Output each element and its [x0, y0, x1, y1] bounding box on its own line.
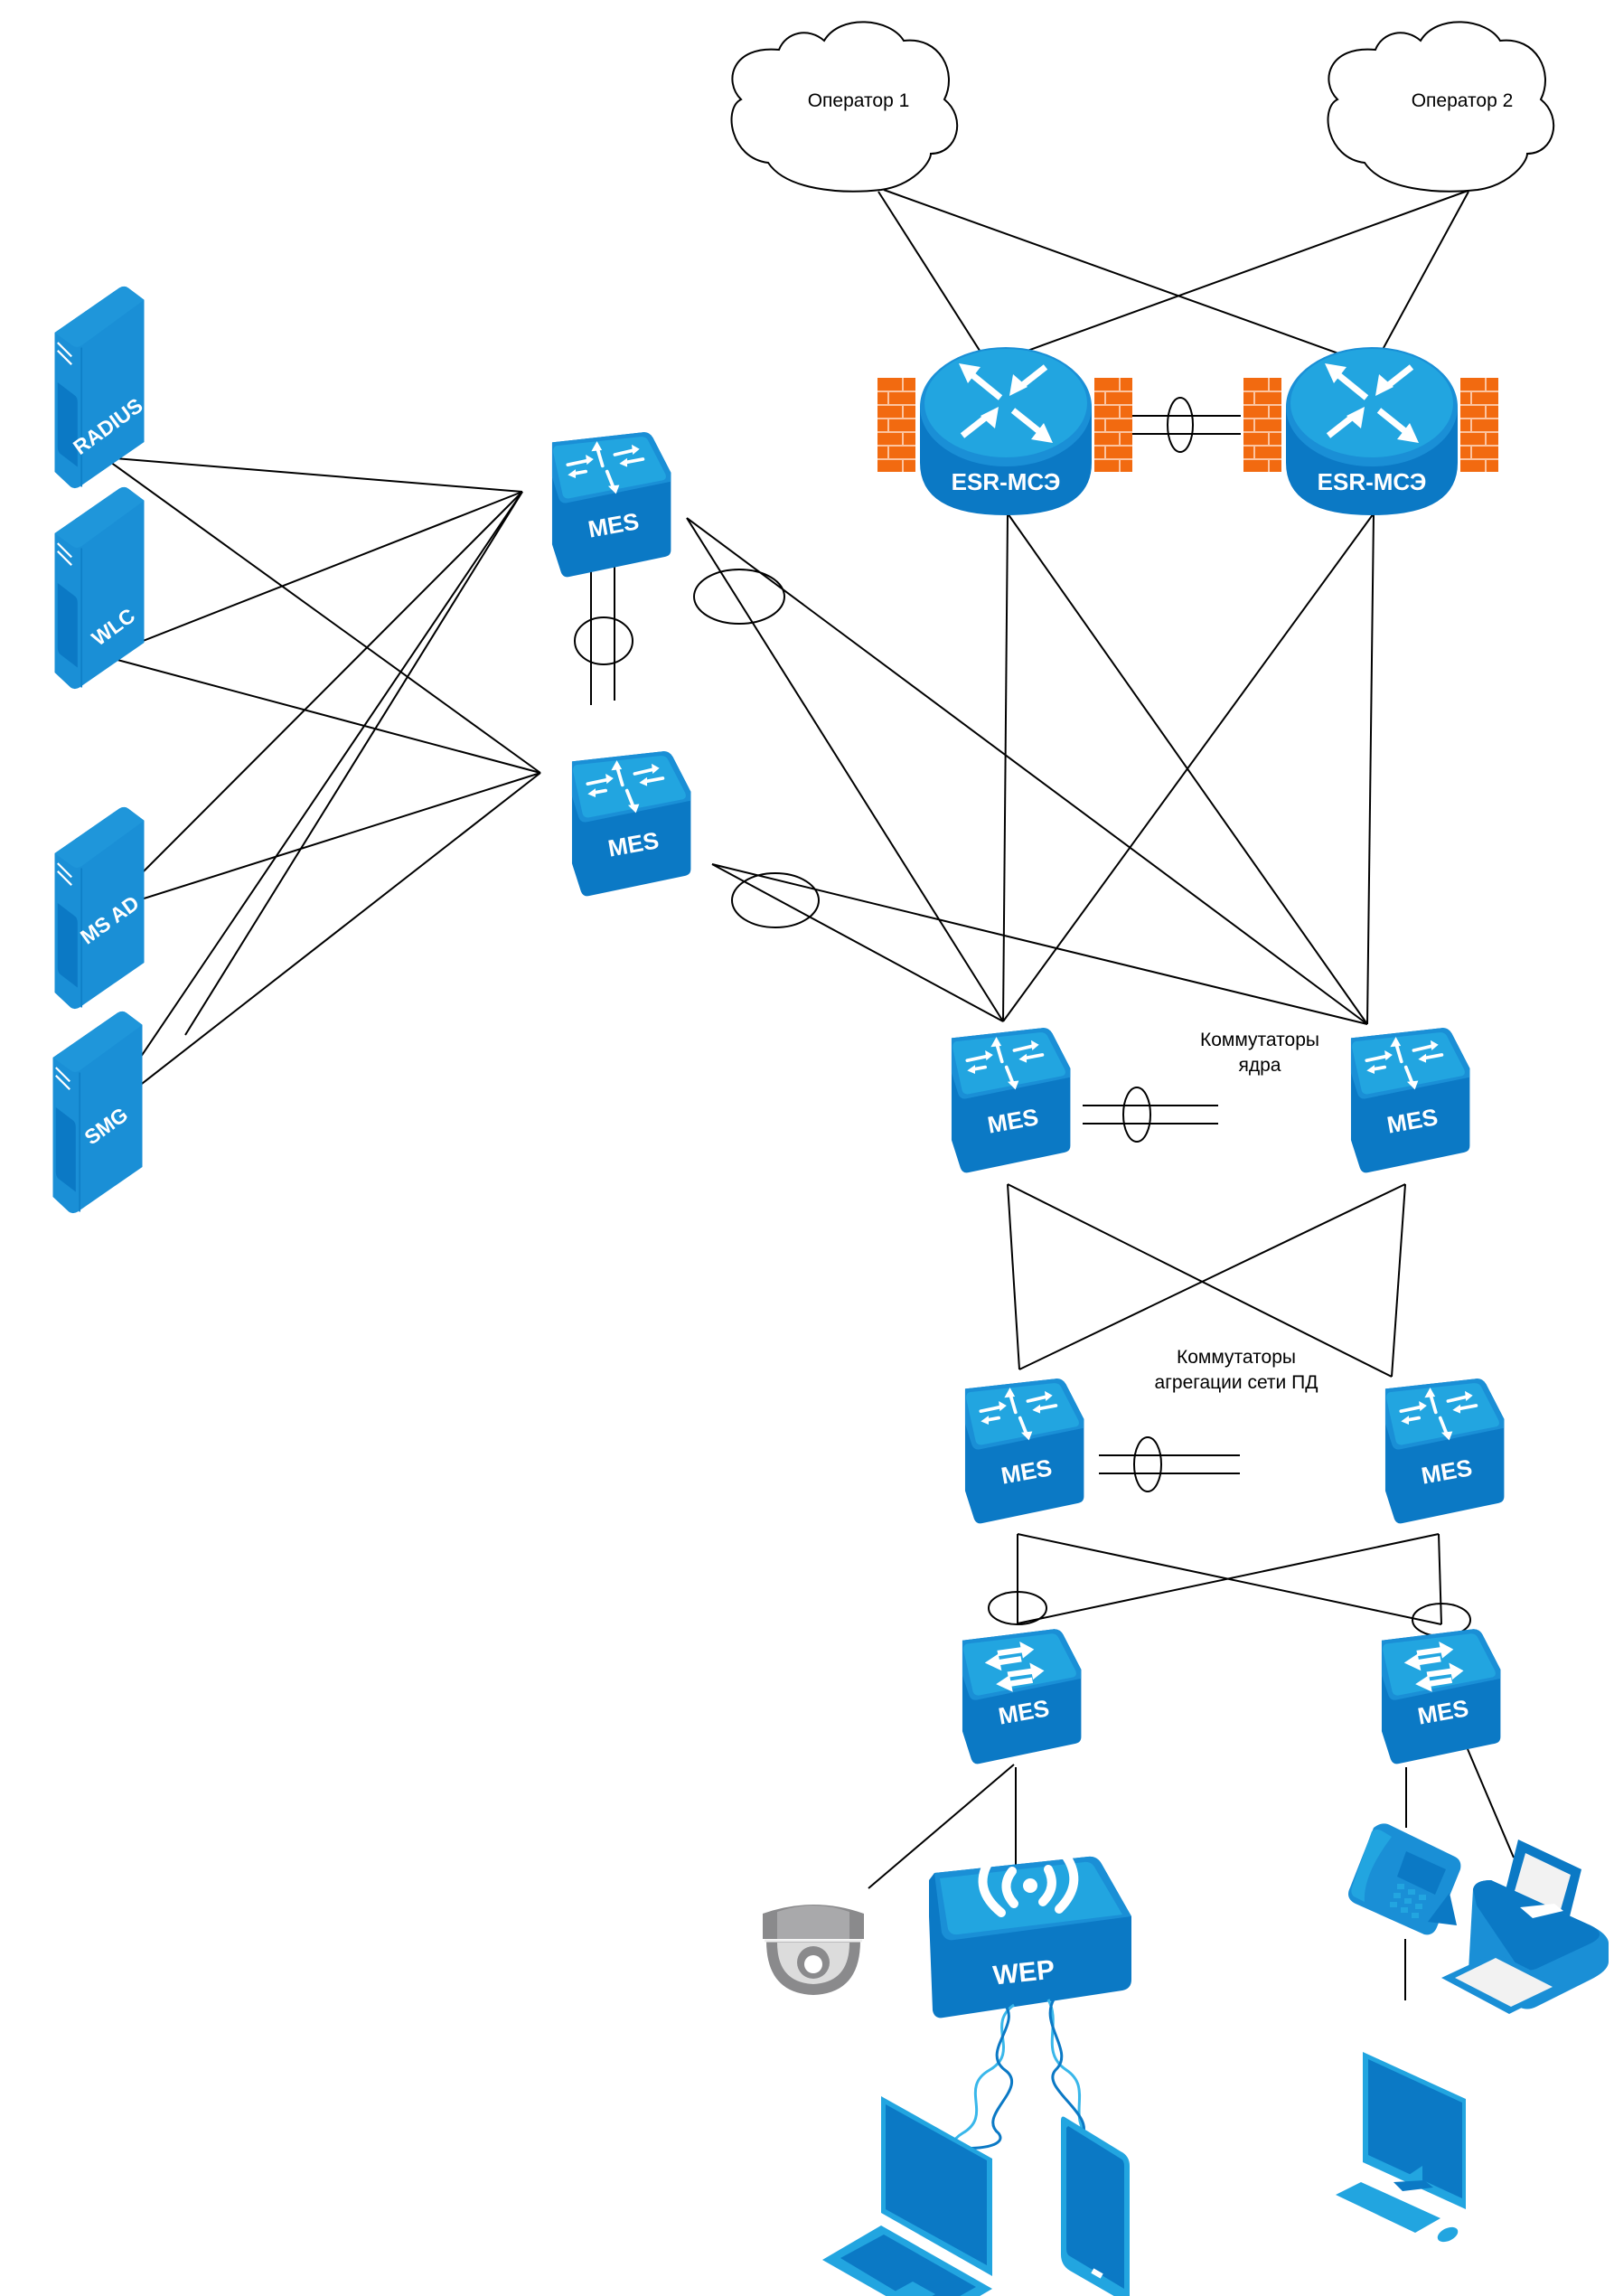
aggregation-group-label-line2: агрегации сети ПД	[1155, 1372, 1318, 1393]
router-esr-2[interactable]: ESR-МСЭ	[1243, 347, 1499, 515]
l3-switch-icon	[950, 1026, 1073, 1175]
switch-access-2[interactable]: MES	[1381, 1629, 1501, 1764]
l3-switch-icon	[1384, 1377, 1506, 1526]
link-core2-agg2	[1391, 1183, 1406, 1378]
firewall-left-icon	[877, 377, 916, 473]
l3-switch-icon	[963, 1377, 1086, 1526]
l3-switch-icon	[550, 430, 673, 579]
link-msad-srv1	[103, 491, 523, 912]
switch-aggregation-1[interactable]: MES	[963, 1377, 1086, 1526]
lag-ring-srv	[574, 616, 633, 665]
l2-switch-icon	[962, 1629, 1082, 1764]
links-layer	[100, 189, 1515, 2000]
link-acc1-camera	[868, 1764, 1015, 1889]
link-extra-a	[184, 491, 523, 1036]
core-group-label-line2: ядра	[1239, 1055, 1281, 1076]
server-wlc[interactable]: WLC	[53, 485, 145, 691]
desktop-pc-icon[interactable]	[1336, 2052, 1466, 2244]
laptop-icon[interactable]	[822, 2096, 992, 2296]
lag-ring-srv2-up	[731, 872, 820, 928]
switch-access-1[interactable]: MES	[962, 1629, 1082, 1764]
switch-core-2[interactable]: MES	[1349, 1026, 1472, 1175]
link-core1-agg2	[1007, 1183, 1393, 1378]
router-esr-1[interactable]: ESR-МСЭ	[877, 347, 1133, 515]
link-op2-esr1	[984, 189, 1471, 367]
link-radius-srv1	[103, 456, 523, 493]
link-radius-srv2	[103, 456, 541, 774]
wireless-signal-icon	[978, 1852, 1079, 1917]
router-arrows-icon	[1325, 363, 1419, 443]
switch-server-1[interactable]: MES	[550, 430, 673, 579]
link-agg2-acc2	[1438, 1533, 1442, 1625]
lag-ring-agg	[1133, 1436, 1162, 1492]
access-point-wep[interactable]: WEP	[929, 1852, 1131, 2018]
link-smg-srv2	[100, 772, 541, 1116]
link-srv2-core1	[711, 863, 1004, 1022]
firewall-left-icon	[1243, 377, 1282, 473]
core-group-label-line1: Коммутаторы	[1200, 1030, 1319, 1050]
server-smg[interactable]: SMG	[52, 1010, 144, 1215]
link-wlc-srv1	[103, 491, 523, 657]
link-msad-srv2	[103, 772, 541, 912]
router-arrows-icon	[959, 363, 1053, 443]
cloud-label: Оператор 1	[808, 90, 910, 111]
cloud-label: Оператор 2	[1412, 90, 1514, 111]
link-esr1-core1	[1002, 513, 1009, 1022]
server-icon	[53, 285, 145, 490]
server-icon	[53, 485, 145, 691]
lag-ring-esr	[1167, 397, 1194, 453]
lag-ring-srv1-up	[693, 569, 785, 625]
cloud-operator-1: Оператор 1	[730, 21, 959, 193]
access-point-label: WEP	[991, 1955, 1056, 1991]
link-srv2-core2	[711, 863, 1368, 1025]
link-op1-esr2	[883, 189, 1375, 367]
l3-switch-icon	[1349, 1026, 1472, 1175]
router-label: ESR-МСЭ	[952, 468, 1061, 495]
ip-camera-icon[interactable]	[763, 1905, 864, 1995]
router-label: ESR-МСЭ	[1318, 468, 1427, 495]
firewall-right-icon	[1459, 377, 1499, 473]
server-ms-ad[interactable]: MS AD	[53, 805, 145, 1011]
printer-icon[interactable]	[1441, 1840, 1609, 2014]
link-core1-agg1	[1007, 1183, 1020, 1370]
link-esr2-core2	[1366, 513, 1375, 1025]
switch-core-1[interactable]: MES	[950, 1026, 1073, 1175]
link-agg2-acc1	[1017, 1533, 1440, 1624]
link-core2-agg1	[1018, 1183, 1406, 1370]
aggregation-group-label-line1: Коммутаторы	[1177, 1347, 1296, 1368]
link-wlc-srv2	[103, 655, 541, 774]
l2-switch-icon	[1381, 1629, 1501, 1764]
ip-phone-icon[interactable]	[1348, 1823, 1461, 1935]
link-smg-srv1	[100, 491, 523, 1116]
switch-server-2[interactable]: MES	[570, 749, 693, 899]
link-srv1-core2	[686, 517, 1368, 1025]
lag-ring-acc1	[988, 1591, 1047, 1625]
cloud-operator-2: Оператор 2	[1327, 21, 1555, 193]
link-srv1-core1	[686, 517, 1004, 1022]
link-esr2-core1	[1002, 513, 1375, 1022]
server-radius[interactable]: RADIUS	[53, 285, 147, 490]
link-op1-esr1	[877, 191, 990, 367]
firewall-right-icon	[1093, 377, 1133, 473]
lag-ring-core	[1122, 1087, 1151, 1143]
link-op2-esr2	[1373, 191, 1469, 367]
l3-switch-icon	[570, 749, 693, 899]
link-acc2-printer	[1467, 1748, 1515, 1858]
server-icon	[52, 1010, 144, 1215]
switch-aggregation-2[interactable]: MES	[1384, 1377, 1506, 1526]
tablet-icon[interactable]	[1061, 2116, 1130, 2296]
